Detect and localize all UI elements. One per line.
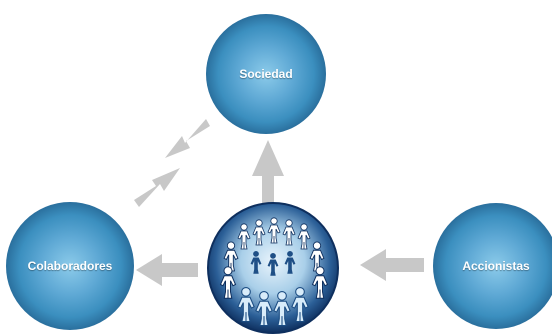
node-left-label: Colaboradores — [27, 259, 113, 273]
node-right-label: Accionistas — [462, 259, 530, 273]
arrow-center-to-left — [136, 254, 198, 286]
arrow-right-to-center — [360, 249, 424, 281]
node-top-circle — [206, 14, 326, 134]
node-right-circle — [433, 203, 552, 329]
people-circle-globe-icon — [207, 202, 339, 334]
arrow-center-to-top — [252, 140, 284, 208]
arrow-left-to-top — [134, 168, 180, 207]
node-left-circle — [6, 202, 134, 330]
node-top-label: Sociedad — [239, 67, 293, 81]
arrow-top-to-left — [165, 119, 210, 158]
